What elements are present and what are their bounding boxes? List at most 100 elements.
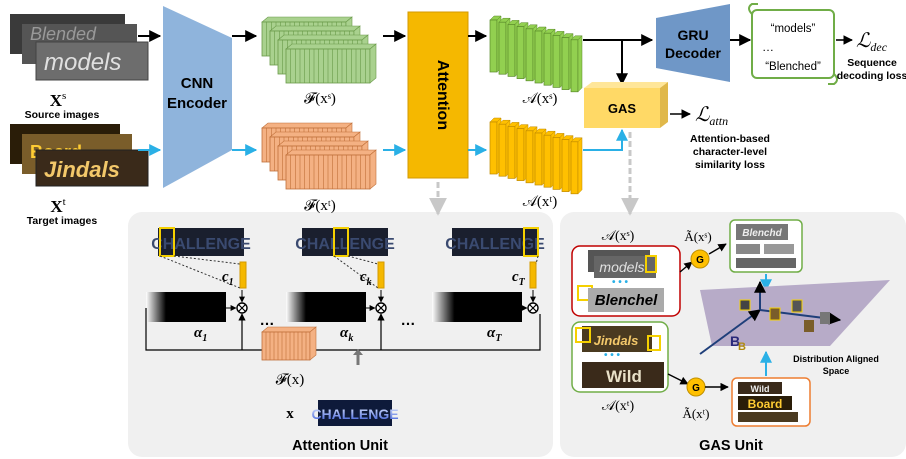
svg-text:G: G xyxy=(696,255,704,266)
att-source-label: 𝒜(xˢ) xyxy=(523,91,558,107)
gas-word-wild: Wild xyxy=(606,367,642,386)
source-attended-group: models Blenchel • • • xyxy=(571,245,681,317)
gas-g-node-source: G xyxy=(690,249,710,269)
feature-target-layer xyxy=(285,149,377,190)
multiply-node-k xyxy=(375,302,387,314)
svg-text:CHALLENGE: CHALLENGE xyxy=(151,236,251,253)
svg-text:CHALLENGE: CHALLENGE xyxy=(445,236,545,253)
c1-sub: 1 xyxy=(229,277,234,288)
svg-text:Xt: Xt xyxy=(50,196,65,216)
gas-unit-title: GAS Unit xyxy=(699,438,763,454)
svg-text:ℒattn: ℒattn xyxy=(695,104,728,128)
alpha1-label: α xyxy=(194,325,203,341)
output-word-models: “models” xyxy=(771,23,816,35)
target-attended-group: Jindals Wild • • • xyxy=(571,321,669,393)
source-caption: Source images xyxy=(25,109,100,121)
att-target-label: 𝒜(xᵗ) xyxy=(523,194,558,210)
ck-label: c xyxy=(360,269,367,285)
c1-label: c xyxy=(222,269,229,285)
attention-block: Attention xyxy=(407,11,469,179)
target-var: X xyxy=(50,197,63,216)
aligned-space-label-line2: Space xyxy=(823,366,850,376)
aligned-crops-source: Blenchd xyxy=(729,219,803,273)
svg-text:cT: cT xyxy=(512,269,526,288)
att-target-slice xyxy=(570,137,583,195)
ck-sub: k xyxy=(367,277,372,288)
alphaT-label: α xyxy=(487,325,496,341)
gas-word-models: models xyxy=(599,259,644,275)
dec-loss-symbol: ℒ xyxy=(856,30,871,52)
gas-g-node-target: G xyxy=(686,377,706,397)
alpha1-sub: 1 xyxy=(202,333,207,344)
svg-text:• • •: • • • xyxy=(604,350,621,361)
aligned-crops-target: Wild Board xyxy=(731,377,811,427)
attention-unit: CHALLENGE CHALLENGE CHALLENGE c1 ck cT xyxy=(145,227,545,454)
dec-loss-line1: Sequence xyxy=(847,57,897,69)
gas-block: GAS xyxy=(584,82,668,128)
attn-loss-sub: attn xyxy=(709,114,728,128)
gas-block-label: GAS xyxy=(608,101,637,116)
aligned-space-label-line1: Distribution Aligned xyxy=(793,354,879,364)
distribution-aligned-space: B B Distribution Aligned Space xyxy=(699,280,890,376)
dec-loss-sub: dec xyxy=(870,40,887,54)
alphaT-sub: T xyxy=(495,333,502,344)
gas-at-label: 𝒜(xᵗ) xyxy=(602,399,635,414)
gas-as-label: 𝒜(xˢ) xyxy=(602,229,635,244)
source-sup: s xyxy=(62,90,66,102)
alphak-label: α xyxy=(340,325,349,341)
feature-bus xyxy=(145,308,541,351)
dec-loss: ℒdec Sequence decoding loss xyxy=(837,30,906,82)
gru-decoder: GRU Decoder xyxy=(656,4,730,82)
attention-unit-panel xyxy=(128,212,553,457)
attended-features-source xyxy=(489,15,583,93)
feature-target-label: 𝓕(xᵗ) xyxy=(304,198,335,214)
att-source-slice xyxy=(570,35,583,93)
target-caption: Target images xyxy=(27,215,98,227)
feature-x-layer xyxy=(261,326,317,361)
arrow-att-t-to-gas xyxy=(583,128,628,151)
encoder-label-line1: CNN xyxy=(181,75,214,92)
gas-word-blenched: Blenchel xyxy=(595,292,658,309)
svg-text:Xs: Xs xyxy=(50,90,67,110)
attention-block-label: Attention xyxy=(434,60,451,130)
source-word-back: Blended xyxy=(30,24,97,44)
source-image-stack: Blended models xyxy=(10,14,149,81)
attn-loss-line2: character-level xyxy=(693,146,767,158)
gas-crop-wild: Wild xyxy=(751,384,770,394)
target-word-front: Jindals xyxy=(44,157,120,182)
feature-source-layer xyxy=(285,43,377,84)
fx-label: 𝓕(x) xyxy=(276,372,305,388)
attended-features-target xyxy=(489,117,583,195)
challenge-crop-1: CHALLENGE xyxy=(151,227,251,289)
gas-crop-blenched: Blenchd xyxy=(742,228,782,239)
feature-source-label: 𝓕(xˢ) xyxy=(304,91,336,107)
output-word-blenched: “Blenched” xyxy=(765,61,821,73)
svg-text:B: B xyxy=(730,333,740,349)
attn-loss-line3: similarity loss xyxy=(695,159,765,171)
attention-map-k xyxy=(286,292,366,322)
feature-map-source xyxy=(261,16,377,84)
gru-label-line2: Decoder xyxy=(665,45,722,61)
svg-text:αT: αT xyxy=(487,325,502,344)
svg-text:c1: c1 xyxy=(222,269,234,288)
output-ellipsis: … xyxy=(762,40,774,54)
svg-text:• • •: • • • xyxy=(612,277,629,288)
source-var: X xyxy=(50,91,63,110)
svg-text:ℒdec: ℒdec xyxy=(856,30,888,54)
target-sup: t xyxy=(63,196,66,208)
cT-label: c xyxy=(512,269,519,285)
gas-crop-board: Board xyxy=(748,397,783,411)
attn-loss-symbol: ℒ xyxy=(695,104,710,126)
attention-unit-title: Attention Unit xyxy=(292,438,388,454)
dec-loss-line2: decoding loss xyxy=(837,70,906,82)
gas-unit: 𝒜(xˢ) models Blenchel • • • Jindals Wild… xyxy=(571,219,890,454)
attention-map-1 xyxy=(146,292,226,322)
gru-label-line1: GRU xyxy=(677,27,708,43)
attention-unit-dots-2: … xyxy=(401,312,416,329)
gas-at-tilde-label: Ã(xᵗ) xyxy=(682,406,709,421)
attn-loss: ℒattn Attention-based character-level si… xyxy=(690,104,770,171)
multiply-node-1 xyxy=(236,302,248,314)
alphak-sub: k xyxy=(348,333,353,344)
